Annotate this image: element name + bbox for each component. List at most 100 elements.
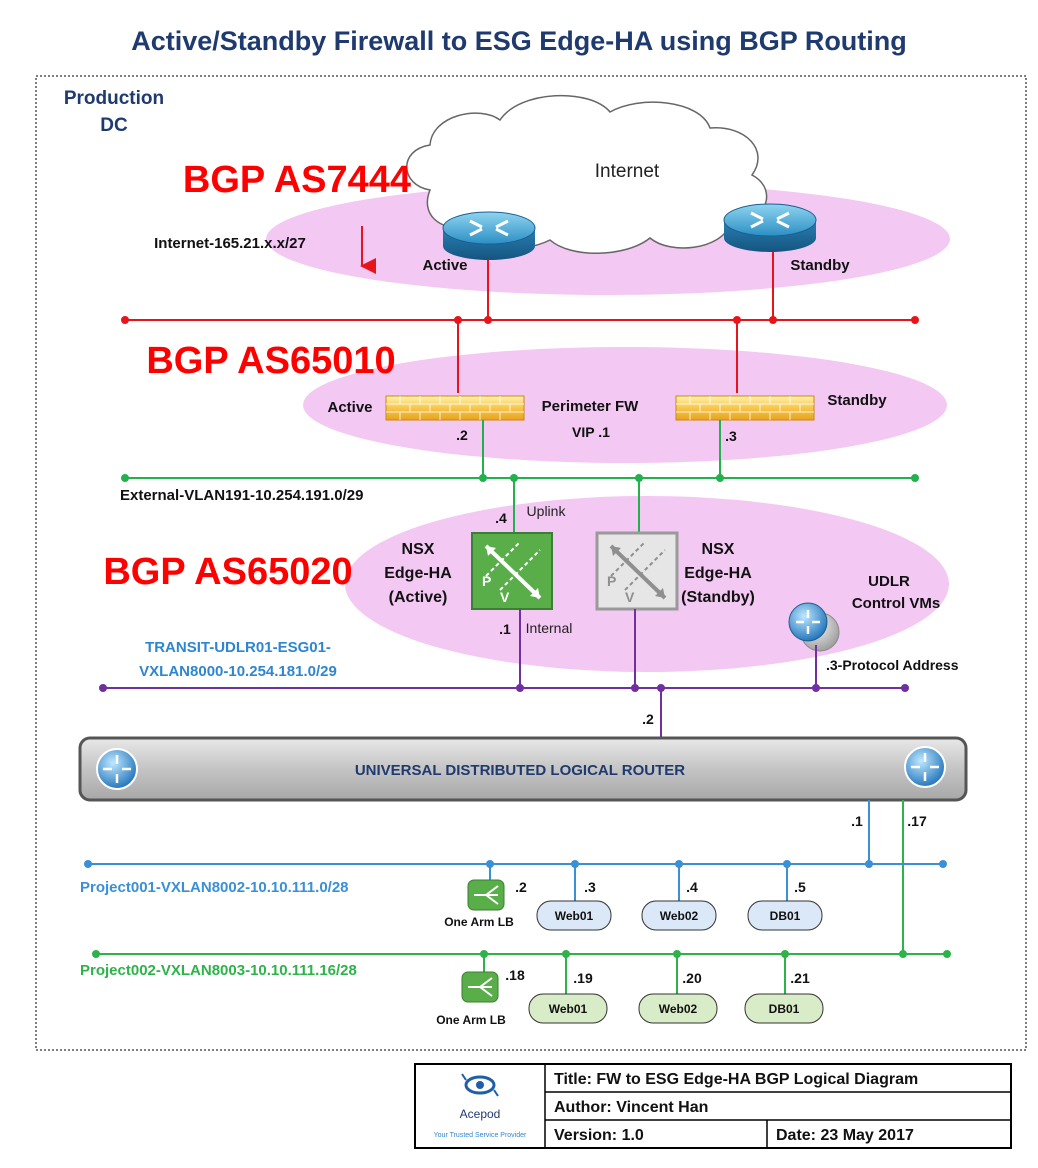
project2-endpoint-right	[943, 950, 951, 958]
project1-web02-node	[641, 900, 717, 931]
udlr-label: UNIVERSAL DISTRIBUTED LOGICAL ROUTER	[355, 762, 685, 779]
zone-as65010	[303, 347, 947, 463]
project1-label: Project001-VXLAN8002-10.10.111.0/28	[80, 879, 349, 896]
nsx-active-label-line3: (Active)	[389, 589, 448, 606]
nsx-active-label-line1: NSX	[402, 541, 435, 558]
nsx-standby-label-line1: NSX	[702, 541, 735, 558]
project2-db01-ip: .21	[790, 970, 810, 986]
nsx-uplink-ip: .4	[495, 510, 507, 526]
nsx-edge-active-icon: P V	[471, 532, 553, 610]
svg-text:V: V	[500, 589, 510, 605]
svg-text:V: V	[625, 589, 635, 605]
project1-db01-ip: .5	[794, 879, 806, 895]
udlr-protocol-address: .3-Protocol Address	[826, 657, 959, 673]
production-dc-boundary	[35, 75, 1027, 1051]
transit-endpoint-left	[99, 684, 107, 692]
transit-label-line2: VXLAN8000-10.254.181.0/29	[139, 663, 337, 680]
external-vlan-node	[716, 474, 724, 482]
nsx-standby-label-line3: (Standby)	[681, 589, 755, 606]
firewall-standby-icon	[675, 395, 815, 421]
project1-endpoint-right	[939, 860, 947, 868]
project2-web02-label: Web02	[659, 1002, 698, 1016]
acepod-tagline: Your Trusted Service Provider	[434, 1132, 527, 1139]
project2-label: Project002-VXLAN8003-10.10.111.16/28	[80, 962, 357, 979]
project1-lb-ip: .2	[515, 879, 527, 895]
fw-active-label: Active	[327, 399, 372, 416]
load-balancer-icon	[461, 971, 499, 1003]
perimeter-fw-label: Perimeter FW	[542, 398, 640, 415]
external-vlan-node	[479, 474, 487, 482]
udlr-router-icon	[904, 746, 946, 788]
router-active-icon	[442, 211, 536, 260]
nsx-internal-ip: .1	[499, 621, 511, 637]
transit-node	[657, 684, 665, 692]
nsx-standby-label-line2: Edge-HA	[684, 565, 752, 582]
project1-db01-label: DB01	[770, 909, 801, 923]
dc-label-line1: Production	[64, 88, 164, 109]
udlr-control-label-line2: Control VMs	[852, 595, 940, 612]
svg-text:P: P	[482, 573, 491, 589]
title-block-author: Author: Vincent Han	[554, 1099, 708, 1116]
nsx-internal-label: Internal	[526, 620, 573, 636]
title-block-version: Version: 1.0	[554, 1127, 644, 1144]
title-block-date: Date: 23 May 2017	[776, 1127, 914, 1144]
udlr-transit-ip: .2	[642, 711, 654, 727]
project2-lb-label: One Arm LB	[436, 1013, 506, 1027]
fw-active-ip: .2	[456, 427, 468, 443]
transit-node	[516, 684, 524, 692]
project2-web02-node	[638, 993, 718, 1024]
router-standby-label: Standby	[790, 257, 850, 274]
transit-endpoint-right	[901, 684, 909, 692]
external-vlan-label: External-VLAN191-10.254.191.0/29	[120, 487, 363, 504]
fw-standby-label: Standby	[827, 392, 887, 409]
project1-web01-node	[536, 900, 612, 931]
svg-text:P: P	[607, 573, 616, 589]
bgp-as65020-label: BGP AS65020	[103, 551, 352, 593]
internet-segment-endpoint-left	[121, 316, 129, 324]
external-vlan-endpoint-right	[911, 474, 919, 482]
udlr-project1-ip: .1	[851, 813, 863, 829]
project1-lb-label: One Arm LB	[444, 915, 514, 929]
project2-db01-label: DB01	[769, 1002, 800, 1016]
internet-label: Internet	[595, 161, 660, 182]
project1-db01-node	[747, 900, 823, 931]
title-block-title: Title: FW to ESG Edge-HA BGP Logical Dia…	[554, 1071, 918, 1088]
external-vlan-endpoint-left	[121, 474, 129, 482]
udlr-control-vm-icon	[788, 602, 840, 652]
udlr-router-icon	[96, 748, 138, 790]
title-block	[414, 1063, 1012, 1149]
router-standby-icon	[723, 203, 817, 252]
internet-segment-endpoint-right	[911, 316, 919, 324]
project2-web01-label: Web01	[549, 1002, 588, 1016]
project2-web01-node	[528, 993, 608, 1024]
dc-label-line2: DC	[100, 115, 128, 136]
nsx-active-label-line2: Edge-HA	[384, 565, 452, 582]
udlr-control-label-line1: UDLR	[868, 573, 910, 590]
router-active-label: Active	[422, 257, 467, 274]
transit-node	[631, 684, 639, 692]
transit-label-line1: TRANSIT-UDLR01-ESG01-	[145, 639, 331, 656]
internet-subnet-label: Internet-165.21.x.x/27	[154, 235, 306, 252]
udlr-bar	[78, 736, 968, 802]
project2-endpoint-left	[92, 950, 100, 958]
project1-endpoint-left	[84, 860, 92, 868]
perimeter-fw-vip: VIP .1	[572, 424, 610, 440]
project2-web02-ip: .20	[682, 970, 702, 986]
project1-web01-label: Web01	[555, 909, 594, 923]
project2-lb-ip: .18	[505, 967, 525, 983]
load-balancer-icon	[467, 879, 505, 911]
nsx-uplink-label: Uplink	[527, 503, 567, 519]
transit-node	[812, 684, 820, 692]
bgp-as65010-label: BGP AS65010	[146, 340, 395, 382]
fw-standby-ip: .3	[725, 428, 737, 444]
project1-web01-ip: .3	[584, 879, 596, 895]
project1-web02-ip: .4	[686, 879, 698, 895]
project2-db01-node	[744, 993, 824, 1024]
firewall-active-icon	[385, 395, 525, 421]
project2-web01-ip: .19	[573, 970, 593, 986]
project1-node	[865, 860, 873, 868]
nsx-edge-standby-icon: P V	[595, 531, 679, 611]
project2-node	[899, 950, 907, 958]
diagram-title: Active/Standby Firewall to ESG Edge-HA u…	[131, 26, 907, 56]
project1-web02-label: Web02	[660, 909, 699, 923]
